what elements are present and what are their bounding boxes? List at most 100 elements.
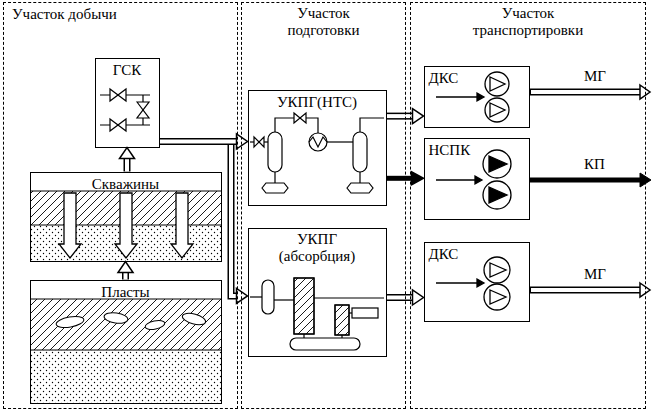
process-box: УКПГ (абсорбция) <box>248 228 387 357</box>
compressor-symbols-part <box>485 72 509 96</box>
section-title: Участок транспортировки <box>463 5 593 40</box>
reservoir-layers-part <box>144 319 165 331</box>
absorption-unit-scheme <box>250 278 384 350</box>
absorption-unit-scheme-part <box>335 305 349 335</box>
arrow-head <box>118 262 133 273</box>
arrow-head <box>237 134 248 149</box>
outlet-arrows-part <box>530 178 641 183</box>
reservoir-layers-part <box>103 311 128 324</box>
process-box: УКПГ(НТС) <box>248 90 387 206</box>
box-label: Скважины <box>92 176 159 193</box>
compressor-symbols-part <box>489 156 507 172</box>
flow-line <box>160 142 239 296</box>
box-label: ДКС <box>429 246 459 263</box>
outlet-arrows-part <box>530 89 640 96</box>
lts-unit-scheme-part <box>309 137 327 147</box>
pipeline-label: МГ <box>583 68 607 85</box>
flow-line <box>160 142 237 296</box>
absorption-unit-scheme-part <box>250 296 262 297</box>
lts-unit-scheme-part <box>268 132 282 172</box>
box-label: Пласты <box>101 284 149 301</box>
process-box: ДКС <box>424 242 530 322</box>
compressor-symbols-part <box>477 279 484 287</box>
box-label: УКПГ (абсорбция) <box>272 231 362 266</box>
compressor-symbols-part <box>484 284 510 310</box>
section-title: Участок подготовки <box>269 5 379 40</box>
process-box: Пласты <box>30 280 222 404</box>
flow-arrow <box>120 148 135 172</box>
well-layers-part <box>171 193 193 258</box>
compressor-symbols-part <box>436 96 478 97</box>
outlet-arrows-part <box>531 288 641 292</box>
compressor-symbols-part <box>490 103 505 117</box>
compressor-symbols-part <box>489 187 507 203</box>
lts-unit-scheme-part <box>353 132 367 172</box>
outlet-arrows-part <box>530 287 640 294</box>
lts-unit-scheme-part <box>275 172 360 183</box>
absorption-unit-scheme-part <box>352 308 378 318</box>
arrow-head <box>237 288 248 303</box>
valve-assembly <box>100 89 150 131</box>
process-box: ГСК <box>95 58 160 148</box>
reservoir-layers-part <box>55 315 84 330</box>
absorption-unit-scheme-part <box>290 338 360 350</box>
absorption-unit-scheme-part <box>262 280 274 314</box>
absorption-unit-scheme-part <box>294 278 314 334</box>
well-layers <box>30 191 222 262</box>
outlet-arrows-part <box>531 90 641 94</box>
compressor-symbols-part <box>483 150 511 178</box>
flow-arrow <box>160 134 248 149</box>
reservoir-layers-part <box>30 299 222 350</box>
compressor-symbols-part <box>490 77 505 91</box>
compressor-symbols-part <box>490 290 506 304</box>
flow-line <box>387 176 412 181</box>
arrow-head <box>412 172 424 185</box>
arrow-head <box>413 290 424 305</box>
valve-assembly-part <box>110 119 126 131</box>
flow-arrow <box>387 290 424 305</box>
pipeline-label: МГ <box>583 266 607 283</box>
compressor-symbols-part <box>477 93 484 101</box>
section-region: Участок подготовкиУКПГ(НТС) УКПГ (абсорбц… <box>241 2 406 409</box>
compressor-symbols-part <box>490 263 506 277</box>
box-label: НСПК <box>429 142 471 159</box>
arrow-head <box>413 109 424 124</box>
flow-arrow <box>387 172 424 185</box>
lts-unit-scheme-part <box>360 118 384 132</box>
reservoir-layers-part <box>30 350 222 404</box>
compressor-symbols-part <box>483 181 511 209</box>
lts-unit-scheme-part <box>254 137 264 147</box>
lts-unit-scheme <box>250 113 384 193</box>
absorption-unit-scheme-part <box>294 278 314 334</box>
section-region: Участок добычиГСК СкважиныПласты <box>3 2 238 409</box>
compressor-symbols-part <box>484 257 510 283</box>
flow-line <box>160 140 239 144</box>
compressor-symbols-part <box>485 98 509 122</box>
box-label: ГСК <box>113 62 141 79</box>
flow-arrow <box>387 109 424 124</box>
reservoir-layers <box>30 299 222 404</box>
valve-assembly-part <box>137 102 149 118</box>
well-layers-part <box>59 193 81 258</box>
valve-assembly-part <box>110 89 126 101</box>
reservoir-layers-part <box>181 311 207 327</box>
flow-arrow <box>118 262 133 280</box>
outlet-arrows-part <box>640 85 650 99</box>
process-box: НСПК <box>424 138 530 220</box>
process-box: Скважины <box>30 172 222 262</box>
absorption-unit-scheme-part <box>335 305 349 335</box>
box-label: УКПГ(НТС) <box>277 94 357 111</box>
lts-unit-scheme-part <box>327 141 353 142</box>
compressor-symbols-part <box>436 282 478 283</box>
reservoir-layers-part <box>30 299 222 350</box>
lts-unit-scheme-part <box>309 133 327 151</box>
compressor-symbols-part <box>475 176 482 184</box>
section-title: Участок добычи <box>12 6 117 23</box>
absorption-unit-scheme-part <box>314 297 384 298</box>
outlet-arrows <box>530 85 651 297</box>
well-layers-part <box>115 193 137 258</box>
arrow-head <box>120 148 135 159</box>
